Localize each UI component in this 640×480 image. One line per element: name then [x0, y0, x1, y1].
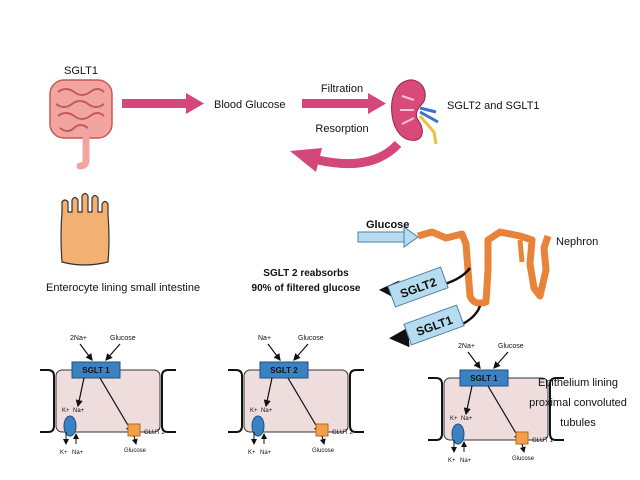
na-out-label: Na+	[260, 450, 272, 456]
k-in-label: K+	[450, 416, 458, 422]
glut-label: GLUT 2	[144, 430, 166, 436]
kidney-icon	[391, 79, 439, 145]
na-out-label: Na+	[460, 458, 472, 464]
reabsorb-note-line1: SGLT 2 reabsorbs	[263, 268, 349, 279]
ion-input-label: Na+	[258, 335, 271, 342]
glut-label: GLUT 2	[332, 430, 354, 436]
filtration-label: Filtration	[321, 83, 363, 95]
glut-transporter	[315, 423, 329, 437]
enterocyte-icon	[60, 192, 110, 266]
glucose-input-label: Glucose	[498, 343, 524, 350]
membrane-right	[549, 377, 564, 441]
kidney-sglt-label: SGLT2 and SGLT1	[447, 100, 540, 112]
na-k-pump	[451, 423, 465, 445]
k-out-label: K+	[448, 458, 456, 464]
na-in-label: Na+	[73, 408, 85, 414]
membrane-left	[428, 377, 443, 441]
membrane-right	[349, 369, 364, 433]
glucose-output-label: Glucose	[312, 448, 335, 454]
membrane-right	[161, 369, 176, 433]
nephron-icon	[417, 228, 552, 307]
glucose-input-label: Glucose	[298, 335, 324, 342]
glucose-input-label: Glucose	[110, 335, 136, 342]
na-in-label: Na+	[261, 408, 273, 414]
na-in-label: Na+	[461, 416, 473, 422]
epithelium-caption-line1: Epithelium lining	[538, 377, 618, 389]
sglt2-tag: SGLT2	[387, 266, 449, 308]
glut-transporter	[127, 423, 141, 437]
absorption-arrow	[122, 93, 204, 114]
sglt1-intestine-label: SGLT1	[64, 65, 98, 77]
transporter-label: SGLT 1	[470, 374, 498, 383]
membrane-left	[228, 369, 243, 433]
membrane-left	[40, 369, 55, 433]
k-out-label: K+	[60, 450, 68, 456]
k-out-label: K+	[248, 450, 256, 456]
glut-transporter	[515, 431, 529, 445]
glucose-input-label: Glucose	[366, 219, 409, 231]
transporter-box	[459, 369, 509, 387]
k-in-label: K+	[250, 408, 258, 414]
nephron-label: Nephron	[556, 236, 598, 248]
transporter-label: SGLT 2	[270, 366, 298, 375]
glucose-output-label: Glucose	[512, 456, 535, 462]
glucose-arrow	[357, 226, 419, 248]
na-k-pump	[251, 415, 265, 437]
ion-input-label: 2Na+	[458, 343, 475, 350]
transporter-label: SGLT 1	[82, 366, 110, 375]
intestine-icon	[49, 79, 113, 170]
epithelium-caption-line2: proximal convoluted	[529, 397, 627, 409]
transporter-box	[259, 361, 309, 379]
glucose-output-label: Glucose	[124, 448, 147, 454]
epithelium-caption-line3: tubules	[560, 417, 596, 429]
enterocyte-caption: Enterocyte lining small intestine	[46, 282, 200, 294]
k-in-label: K+	[62, 408, 70, 414]
glut-label: GLUT 1	[532, 438, 554, 444]
reabsorb-note-line2: 90% of filtered glucose	[252, 283, 361, 294]
na-out-label: Na+	[72, 450, 84, 456]
na-k-pump	[63, 415, 77, 437]
sglt1-tag: SGLT1	[403, 304, 465, 346]
resorption-arrow	[290, 140, 402, 172]
ion-input-label: 2Na+	[70, 335, 87, 342]
resorption-label: Resorption	[315, 123, 368, 135]
blood-glucose-label: Blood Glucose	[214, 99, 286, 111]
filtration-arrow	[302, 93, 386, 114]
transporter-box	[71, 361, 121, 379]
